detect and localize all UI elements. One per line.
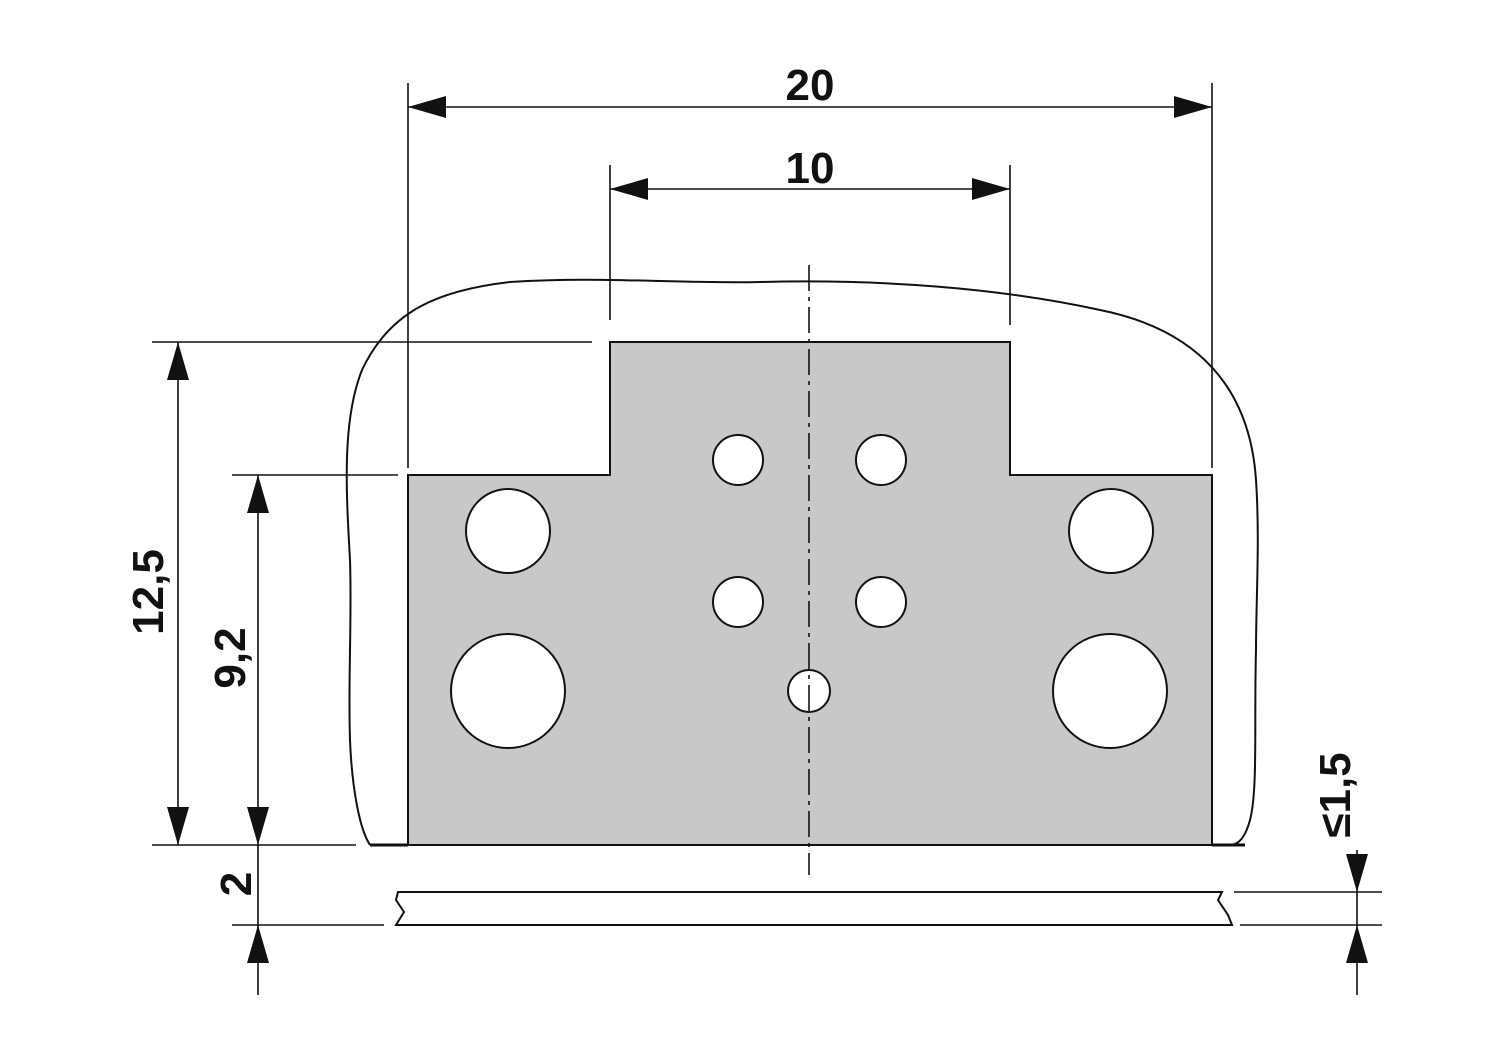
arrow-icon — [247, 925, 269, 963]
arrow-icon — [247, 807, 269, 845]
arrow-icon — [167, 342, 189, 380]
arrow-icon — [408, 96, 446, 118]
dim-label-board-thickness: ≤1,5 — [1311, 752, 1360, 837]
dim-label-overall-width: 20 — [786, 61, 835, 110]
pcb-board — [394, 891, 1234, 926]
footprint-area — [407, 341, 1213, 846]
arrow-icon — [972, 178, 1010, 200]
arrow-icon — [610, 178, 648, 200]
dim-label-standoff: 2 — [212, 872, 261, 896]
arrow-icon — [1346, 854, 1368, 892]
arrow-icon — [167, 807, 189, 845]
arrow-icon — [247, 475, 269, 513]
dim-label-pin-spacing: 10 — [786, 144, 835, 193]
dim-label-step-height: 9,2 — [206, 627, 255, 688]
arrow-icon — [1346, 925, 1368, 963]
dim-label-overall-height: 12,5 — [124, 549, 173, 635]
arrow-icon — [1174, 96, 1212, 118]
component-body-outline — [345, 278, 1259, 846]
